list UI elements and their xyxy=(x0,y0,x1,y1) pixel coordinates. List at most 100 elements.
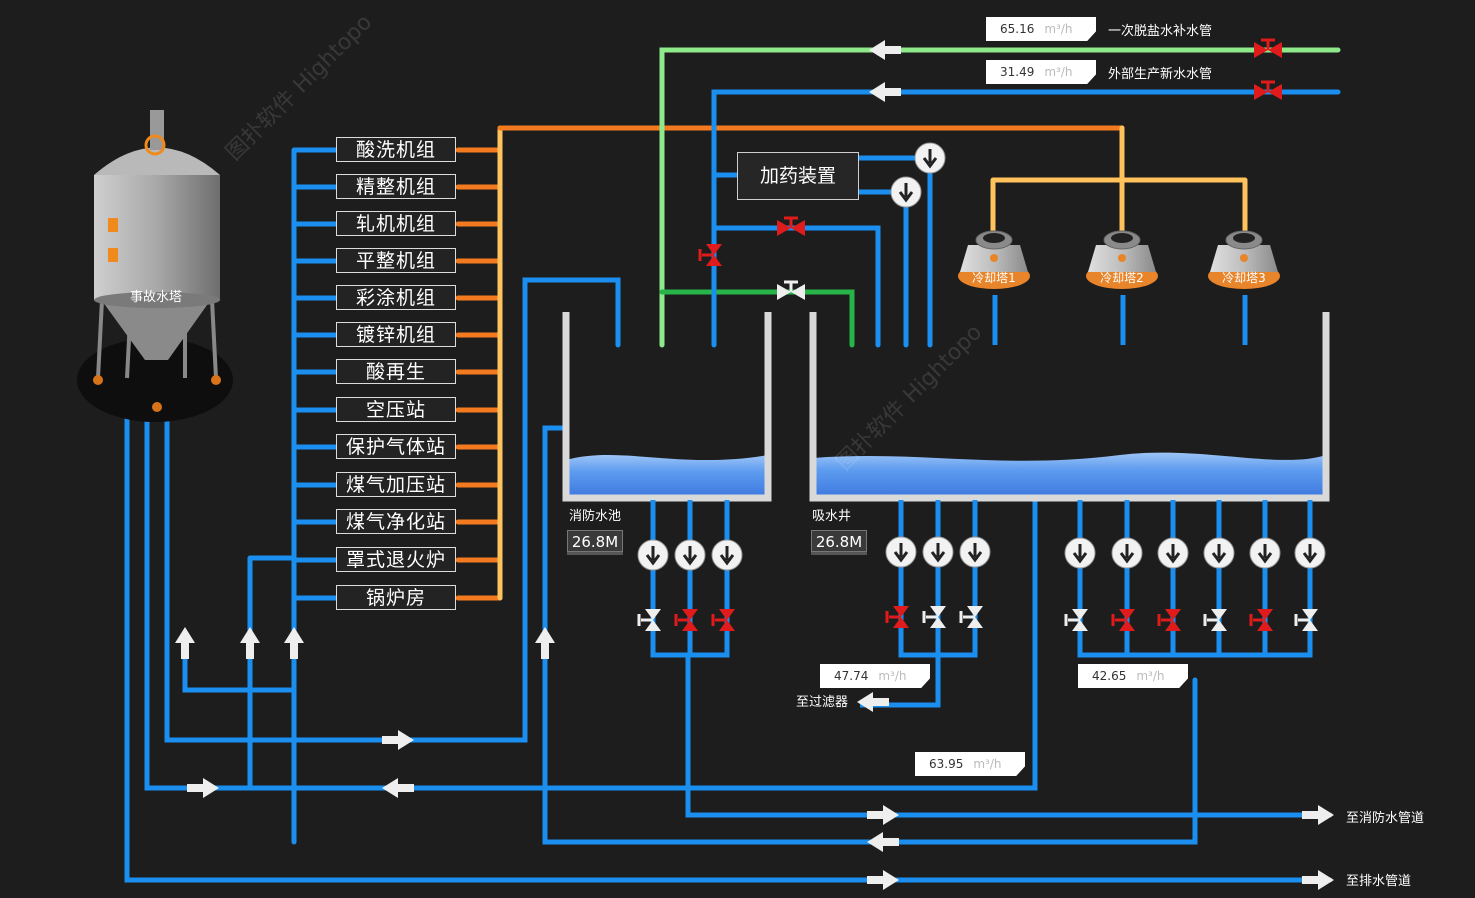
return-flow: 63.95 m³/h xyxy=(915,752,1025,776)
valve-icon[interactable] xyxy=(637,609,661,631)
flow-arrow-icon xyxy=(240,627,260,659)
flow-arrow-group xyxy=(175,40,1334,890)
drain-main-destination: 至排水管道 xyxy=(1346,874,1412,889)
pump-icon[interactable] xyxy=(959,536,991,568)
suction-well-label: 吸水井 xyxy=(812,509,852,524)
desalted-water-flow: 65.16 m³/h xyxy=(986,17,1096,41)
filter-flow: 47.74 m³/h xyxy=(820,664,930,688)
flow-arrow-icon xyxy=(187,778,219,798)
pump-icon[interactable] xyxy=(674,539,706,571)
valve-icon[interactable] xyxy=(1294,609,1318,631)
fire-pool-level: 26.8M xyxy=(567,530,623,552)
pump-icon[interactable] xyxy=(890,176,922,208)
cooling-tower[interactable] xyxy=(1208,230,1280,289)
flow-arrow-icon xyxy=(869,82,901,102)
left-blue-pipe-network xyxy=(124,147,1333,883)
flow-unit: m³/h xyxy=(973,757,1002,771)
flow-unit: m³/h xyxy=(878,669,907,683)
orange-pipe-network xyxy=(455,125,1248,601)
cooling-tower-3-label: 冷却塔3 xyxy=(1222,271,1266,285)
flow-arrow-icon xyxy=(867,832,899,852)
flow-arrow-icon xyxy=(867,805,899,825)
pump-icon[interactable] xyxy=(1064,537,1096,569)
pump-icon[interactable] xyxy=(1111,537,1143,569)
flow-value: 63.95 xyxy=(929,757,964,771)
fresh-water-flow: 31.49 m³/h xyxy=(986,60,1096,84)
filter-destination-label: 至过滤器 xyxy=(796,695,849,710)
valve-icon[interactable] xyxy=(698,244,722,266)
flow-unit: m³/h xyxy=(1044,22,1073,36)
fire-pool xyxy=(562,312,772,502)
unit-box[interactable]: 空压站 xyxy=(336,397,456,422)
flow-value: 31.49 xyxy=(1000,65,1035,79)
valve-icon[interactable] xyxy=(959,606,983,628)
valve-icon[interactable] xyxy=(777,216,805,236)
valve-icon[interactable] xyxy=(1111,609,1135,631)
pump-icon[interactable] xyxy=(914,142,946,174)
valve-icon[interactable] xyxy=(674,609,698,631)
unit-box[interactable]: 酸洗机组 xyxy=(336,137,456,162)
unit-box[interactable]: 煤气加压站 xyxy=(336,472,456,497)
flow-unit: m³/h xyxy=(1044,65,1073,79)
unit-box[interactable]: 煤气净化站 xyxy=(336,509,456,534)
valve-icon[interactable] xyxy=(777,280,805,300)
pump-icon[interactable] xyxy=(711,539,743,571)
flow-value: 42.65 xyxy=(1092,669,1127,683)
flow-arrow-icon xyxy=(1302,870,1334,890)
valve-icon[interactable] xyxy=(922,606,946,628)
dosing-device[interactable]: 加药装置 xyxy=(737,152,859,200)
flow-arrow-icon xyxy=(175,627,195,659)
flow-arrow-icon xyxy=(867,870,899,890)
valve-icon[interactable] xyxy=(1157,609,1181,631)
unit-box[interactable]: 镀锌机组 xyxy=(336,322,456,347)
cooling-tower-2-label: 冷却塔2 xyxy=(1100,271,1144,285)
suction-well xyxy=(809,312,1330,502)
flow-arrow-icon xyxy=(284,627,304,659)
unit-box[interactable]: 平整机组 xyxy=(336,248,456,273)
cooling-tower-group xyxy=(958,230,1280,289)
flow-value: 47.74 xyxy=(834,669,869,683)
pump-icon[interactable] xyxy=(922,536,954,568)
fire-pool-label: 消防水池 xyxy=(569,509,622,524)
flow-arrow-icon xyxy=(382,730,414,750)
pump-icon[interactable] xyxy=(637,539,669,571)
pump-icon[interactable] xyxy=(1203,537,1235,569)
flow-arrow-icon xyxy=(382,778,414,798)
pump-group xyxy=(637,142,1326,571)
flow-arrow-icon xyxy=(869,40,901,60)
unit-box[interactable]: 罩式退火炉 xyxy=(336,547,456,572)
valve-icon[interactable] xyxy=(885,606,909,628)
unit-box[interactable]: 彩涂机组 xyxy=(336,285,456,310)
flow-arrow-icon xyxy=(1302,805,1334,825)
cooling-tower-drains xyxy=(992,295,1248,345)
valve-icon[interactable] xyxy=(1254,80,1282,100)
valve-icon[interactable] xyxy=(1203,609,1227,631)
unit-box[interactable]: 保护气体站 xyxy=(336,434,456,459)
cooling-tower[interactable] xyxy=(1086,230,1158,289)
pump-icon[interactable] xyxy=(885,536,917,568)
valve-icon[interactable] xyxy=(1254,38,1282,58)
valve-icon[interactable] xyxy=(1249,609,1273,631)
cooling-tower-1-label: 冷却塔1 xyxy=(972,271,1016,285)
unit-box[interactable]: 锅炉房 xyxy=(336,585,456,610)
unit-box[interactable]: 酸再生 xyxy=(336,359,456,384)
pump-pipes xyxy=(650,500,1313,708)
valve-icon[interactable] xyxy=(1064,609,1088,631)
valve-group xyxy=(637,38,1318,631)
fire-main-destination: 至消防水管道 xyxy=(1346,811,1425,826)
unit-box[interactable]: 轧机机组 xyxy=(336,211,456,236)
suction-well-level: 26.8M xyxy=(811,530,867,552)
emergency-tower xyxy=(77,110,233,422)
pump-icon[interactable] xyxy=(1249,537,1281,569)
flow-value: 65.16 xyxy=(1000,22,1035,36)
unit-box[interactable]: 精整机组 xyxy=(336,174,456,199)
cooling-tower[interactable] xyxy=(958,230,1030,289)
flow-arrow-icon xyxy=(535,627,555,659)
pump-icon[interactable] xyxy=(1294,537,1326,569)
flow-arrow-icon xyxy=(857,692,889,712)
fresh-water-line-label: 外部生产新水水管 xyxy=(1108,67,1213,82)
valve-icon[interactable] xyxy=(711,609,735,631)
pump-icon[interactable] xyxy=(1157,537,1189,569)
